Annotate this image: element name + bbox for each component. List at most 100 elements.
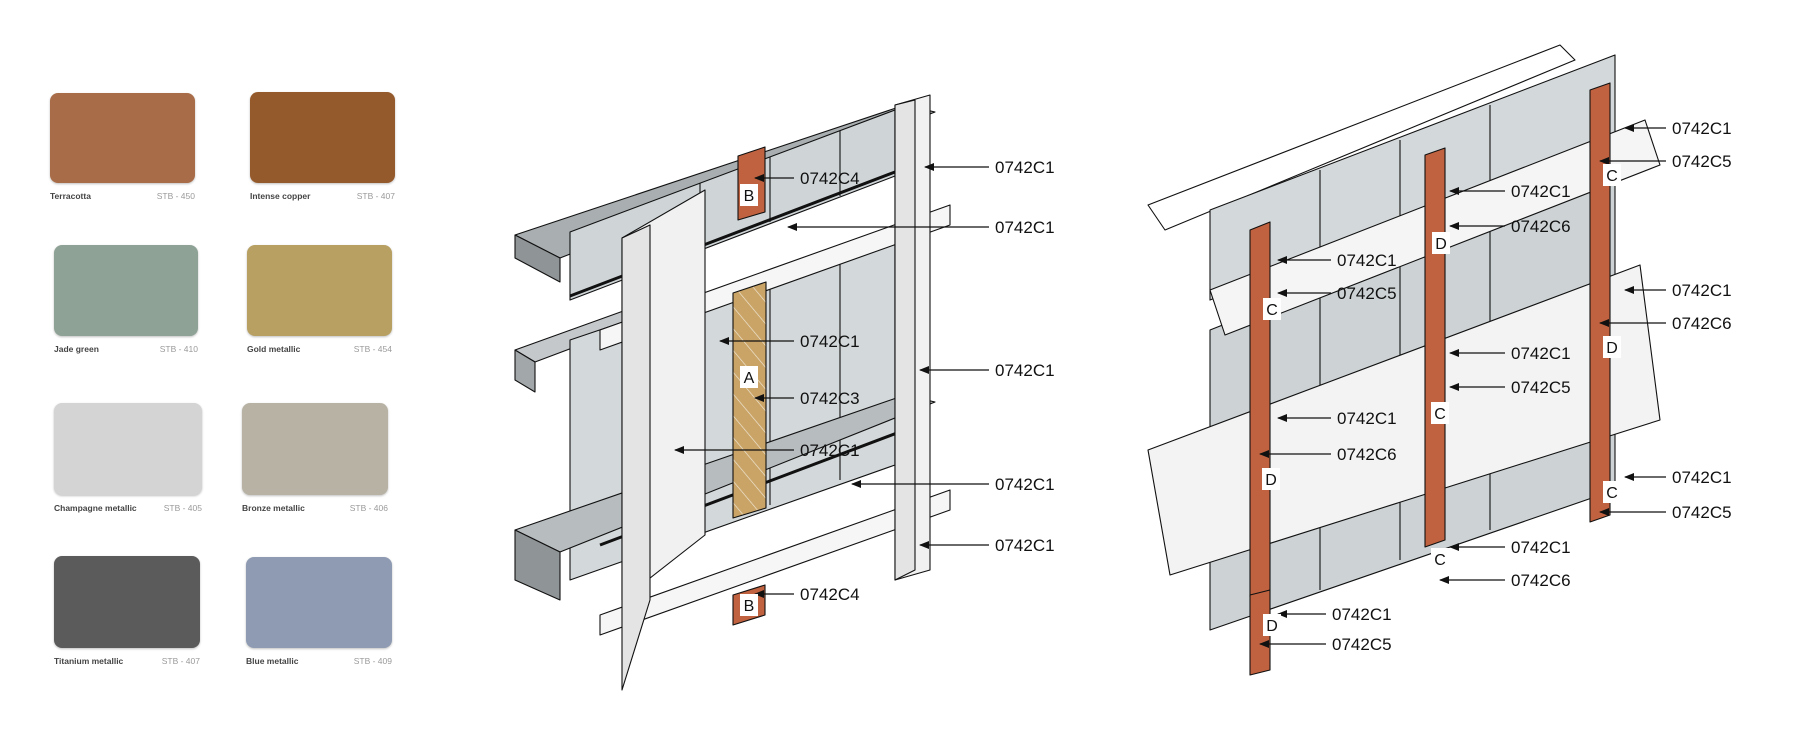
swatch-bronze-metallic bbox=[242, 403, 388, 495]
panel-tag-box bbox=[1263, 614, 1281, 636]
panel-tag: A bbox=[740, 366, 758, 388]
swatch-blue-metallic bbox=[246, 557, 392, 648]
tags-module-a: B A B bbox=[740, 184, 758, 616]
swatch-name: Titanium metallic bbox=[54, 656, 124, 666]
swatch-card-jade-green: Jade green STB - 410 bbox=[54, 245, 198, 357]
callout-label: 0742C5 bbox=[1337, 284, 1397, 303]
callout-a: 0742C4 bbox=[754, 169, 860, 188]
callout-label: 0742C1 bbox=[1337, 409, 1397, 428]
swatch-code: STB - 450 bbox=[156, 191, 195, 201]
callout-b: 0742C1 bbox=[1449, 538, 1571, 557]
callout-label: 0742C5 bbox=[1672, 152, 1732, 171]
panel-tag: D bbox=[1262, 468, 1280, 490]
panel-tag-label: D bbox=[1435, 236, 1447, 253]
callout-label: 0742C1 bbox=[800, 332, 860, 351]
callout-label: 0742C1 bbox=[800, 441, 860, 460]
callout-b: 0742C5 bbox=[1259, 635, 1392, 654]
callout-a: 0742C1 bbox=[919, 361, 1055, 380]
callout-label: 0742C6 bbox=[1337, 445, 1397, 464]
callout-b: 0742C1 bbox=[1624, 468, 1732, 487]
panel-tag-box bbox=[740, 594, 758, 616]
callout-label: 0742C3 bbox=[800, 389, 860, 408]
panel-tag-box bbox=[1263, 298, 1281, 320]
panel-tag-label: C bbox=[1266, 302, 1278, 319]
callout-b: 0742C5 bbox=[1277, 284, 1397, 303]
panel-tag: B bbox=[740, 184, 758, 206]
callout-label: 0742C1 bbox=[1672, 119, 1732, 138]
swatch-name: Gold metallic bbox=[247, 344, 301, 354]
callout-b: 0742C1 bbox=[1277, 409, 1397, 428]
middle-slab-face bbox=[514, 349, 536, 393]
callout-label: 0742C1 bbox=[1672, 468, 1732, 487]
callout-label: 0742C6 bbox=[1511, 217, 1571, 236]
callout-label: 0742C1 bbox=[995, 536, 1055, 555]
right-vertical-fin-edge bbox=[894, 99, 916, 581]
swatch-code: STB - 410 bbox=[159, 344, 198, 354]
panel-tag-box bbox=[1262, 468, 1280, 490]
panel-tag: C bbox=[1431, 548, 1449, 570]
swatch-code: STB - 409 bbox=[353, 656, 392, 666]
swatch-name: Blue metallic bbox=[246, 656, 299, 666]
panel-tag: B bbox=[740, 594, 758, 616]
swatch-gold-metallic bbox=[247, 245, 392, 336]
callout-label: 0742C1 bbox=[995, 361, 1055, 380]
panel-tag-label: B bbox=[744, 188, 755, 205]
callout-b: 0742C5 bbox=[1449, 378, 1571, 397]
panel-tag-box bbox=[1431, 402, 1449, 424]
swatch-card-titanium-metallic: Titanium metallic STB - 407 bbox=[54, 556, 200, 668]
callout-label: 0742C1 bbox=[1511, 538, 1571, 557]
swatch-titanium-metallic bbox=[54, 556, 200, 648]
callout-label: 0742C1 bbox=[1337, 251, 1397, 270]
callout-a: 0742C1 bbox=[919, 536, 1055, 555]
swatch-name: Intense copper bbox=[250, 191, 311, 201]
copper-fin-3 bbox=[1589, 82, 1611, 523]
callout-b: 0742C6 bbox=[1439, 571, 1571, 590]
lower-shelf bbox=[1147, 264, 1661, 576]
copper-fin-2 bbox=[1424, 147, 1446, 548]
facade-module-a bbox=[514, 94, 951, 691]
callout-b: 0742C5 bbox=[1599, 503, 1732, 522]
callout-a: 0742C4 bbox=[754, 585, 860, 604]
callout-label: 0742C1 bbox=[1511, 182, 1571, 201]
panel-tag-box bbox=[740, 366, 758, 388]
callout-b: 0742C1 bbox=[1277, 251, 1397, 270]
callout-b: 0742C5 bbox=[1599, 152, 1732, 171]
panel-tag-label: A bbox=[744, 370, 755, 387]
swatch-champagne-metallic bbox=[54, 403, 202, 495]
callout-label: 0742C1 bbox=[995, 218, 1055, 237]
callout-label: 0742C1 bbox=[1511, 344, 1571, 363]
panel-tag-box bbox=[740, 184, 758, 206]
swatch-terracotta bbox=[50, 93, 195, 183]
callout-b: 0742C1 bbox=[1624, 281, 1732, 300]
panel-tag: C bbox=[1263, 298, 1281, 320]
swatch-code: STB - 454 bbox=[353, 344, 392, 354]
callout-b: 0742C1 bbox=[1449, 344, 1571, 363]
swatch-card-blue-metallic: Blue metallic STB - 409 bbox=[246, 557, 392, 669]
panel-tag-label: D bbox=[1606, 340, 1618, 357]
panel-tag-label: D bbox=[1266, 618, 1278, 635]
callout-a: 0742C1 bbox=[787, 218, 1055, 237]
callout-label: 0742C1 bbox=[1672, 281, 1732, 300]
panel-tag: C bbox=[1431, 402, 1449, 424]
callout-b: 0742C6 bbox=[1259, 445, 1397, 464]
swatch-name: Champagne metallic bbox=[54, 503, 137, 513]
swatch-card-intense-copper: Intense copper STB - 407 bbox=[250, 92, 395, 204]
tags-module-b: C D C D C D C C D bbox=[1262, 164, 1621, 636]
panel-tag-box bbox=[1432, 232, 1450, 254]
panel-tag: C bbox=[1603, 164, 1621, 186]
callout-label: 0742C4 bbox=[800, 169, 860, 188]
gold-panel-a bbox=[732, 281, 767, 519]
swatch-card-champagne-metallic: Champagne metallic STB - 405 bbox=[54, 403, 202, 515]
swatch-code: STB - 406 bbox=[349, 503, 388, 513]
swatch-name: Bronze metallic bbox=[242, 503, 305, 513]
callout-b: 0742C6 bbox=[1449, 217, 1571, 236]
panel-tag-label: D bbox=[1265, 472, 1277, 489]
swatch-code: STB - 407 bbox=[161, 656, 200, 666]
callout-label: 0742C6 bbox=[1511, 571, 1571, 590]
swatch-code: STB - 407 bbox=[356, 191, 395, 201]
panel-tag-label: C bbox=[1606, 485, 1618, 502]
panel-tag-label: C bbox=[1434, 406, 1446, 423]
swatch-card-bronze-metallic: Bronze metallic STB - 406 bbox=[242, 403, 388, 515]
callouts-module-b: 0742C1 0742C5 0742C1 0742C6 0742C1 0742C5 0742… bbox=[1259, 119, 1732, 654]
swatch-code: STB - 405 bbox=[163, 503, 202, 513]
